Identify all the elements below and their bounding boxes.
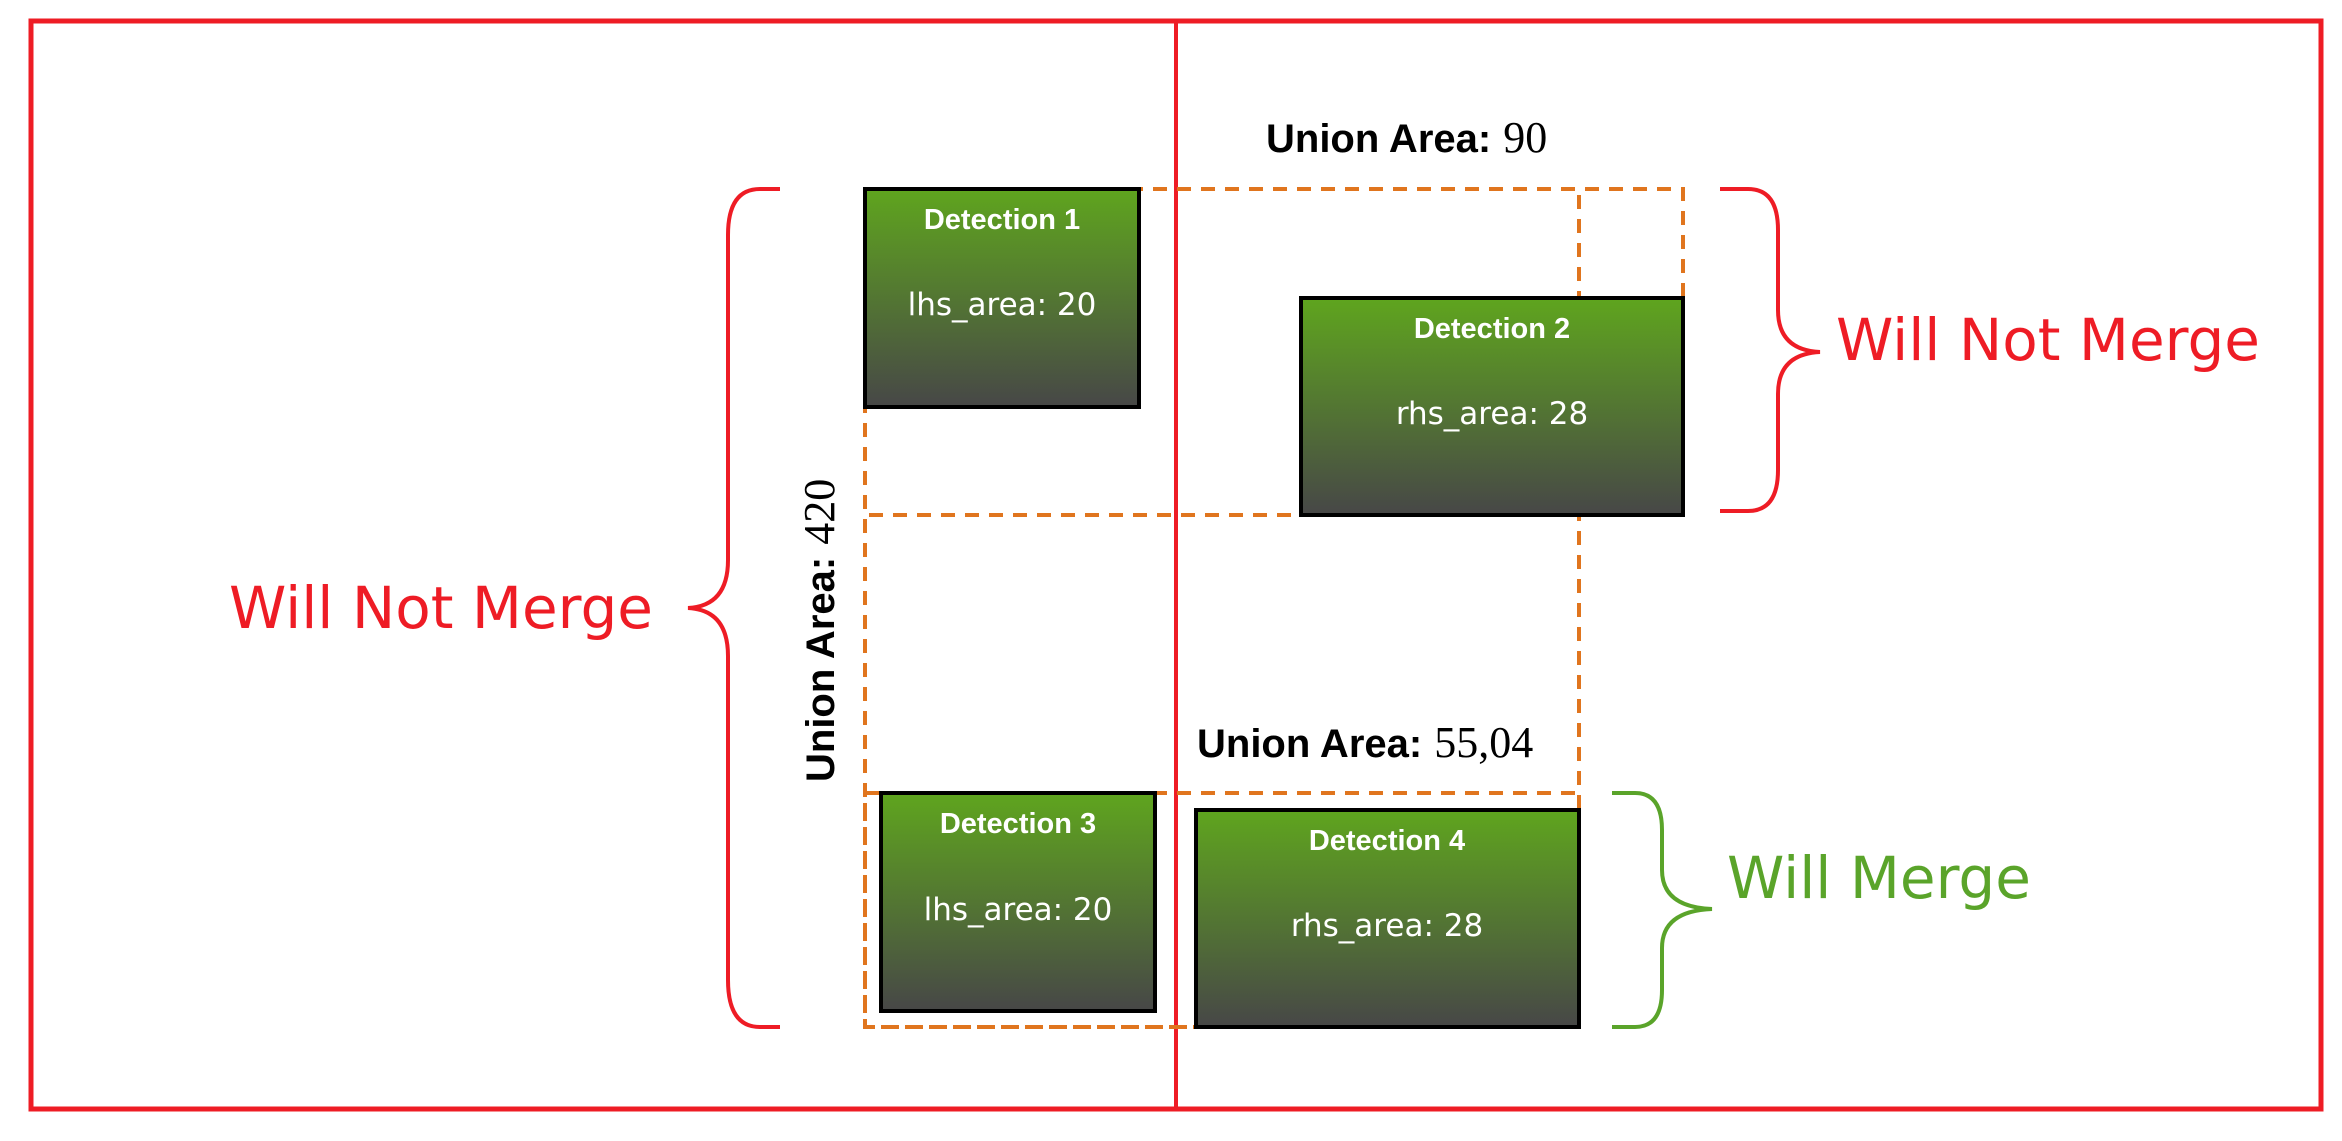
brace-left <box>687 187 780 1029</box>
detection-title: Detection 3 <box>940 808 1096 840</box>
detection-area: lhs_area: 20 <box>924 892 1113 928</box>
brace-right-bottom <box>1612 791 1713 1029</box>
brace-right-top <box>1720 187 1821 513</box>
detection-box-1: Detection 1 lhs_area: 20 <box>863 187 1141 409</box>
union-area-label-vertical: Union Area:420 <box>795 479 844 782</box>
outcome-label-left: Will Not Merge <box>229 574 653 642</box>
detection-box-3: Detection 3 lhs_area: 20 <box>879 791 1157 1013</box>
detection-area: rhs_area: 28 <box>1396 396 1588 432</box>
union-area-label-top: Union Area:90 <box>1266 113 1547 162</box>
detection-title: Detection 4 <box>1309 825 1465 857</box>
detection-area: rhs_area: 28 <box>1291 908 1483 944</box>
detection-title: Detection 2 <box>1414 313 1570 345</box>
detection-title: Detection 1 <box>924 204 1080 236</box>
detection-box-4: Detection 4 rhs_area: 28 <box>1194 808 1581 1029</box>
detection-area: lhs_area: 20 <box>908 287 1097 323</box>
outcome-label-right-top: Will Not Merge <box>1836 306 2260 374</box>
detection-box-2: Detection 2 rhs_area: 28 <box>1299 296 1685 517</box>
union-area-label-bottom: Union Area:55,04 <box>1197 718 1533 767</box>
outcome-label-right-bottom: Will Merge <box>1727 844 2031 912</box>
